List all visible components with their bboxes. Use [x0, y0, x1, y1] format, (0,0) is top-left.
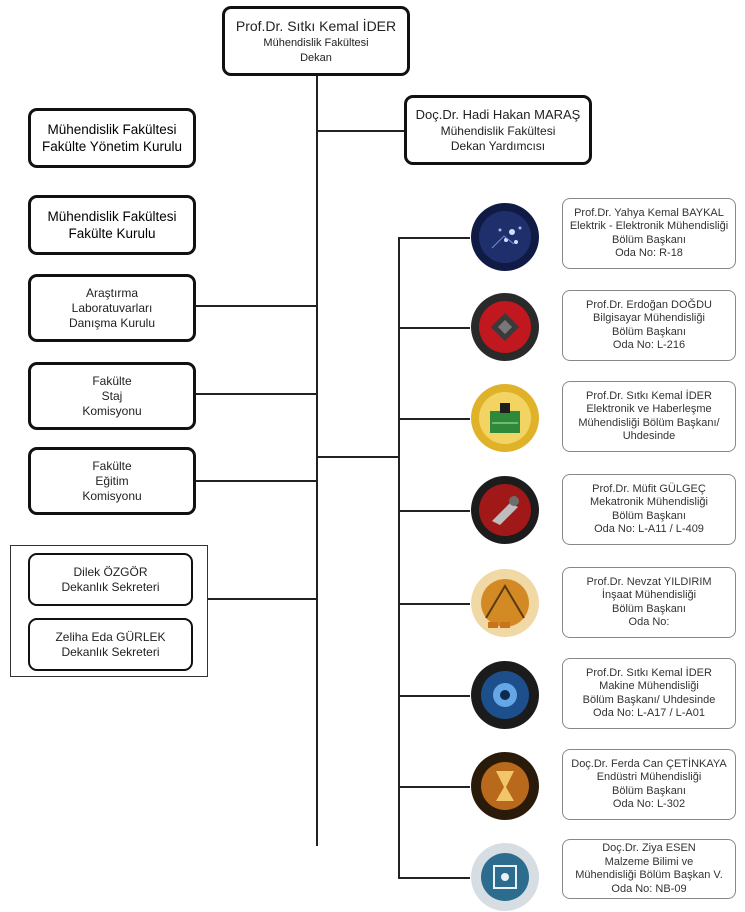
- board-line: Komisyonu: [82, 403, 142, 418]
- departments-connector: [316, 456, 400, 458]
- secretary-title: Dekanlık Sekreteri: [61, 579, 160, 594]
- board-line: Fakülte Kurulu: [68, 226, 156, 241]
- department-room: Oda No: L-A17 / L-A01: [593, 707, 705, 719]
- secretary-title: Dekanlık Sekreteri: [61, 644, 160, 659]
- department-box: Doç.Dr. Ferda Can ÇETİNKAYA Endüstri Müh…: [562, 749, 736, 820]
- faculty-executive-board-box: Mühendislik Fakültesi Fakülte Yönetim Ku…: [28, 108, 196, 168]
- department-room: Oda No: L-216: [612, 339, 686, 351]
- department-box: Prof.Dr. Sıtkı Kemal İDER Elektronik ve …: [562, 381, 736, 452]
- secretary-name: Dilek ÖZGÖR: [73, 564, 148, 579]
- department-role: Bölüm Başkanı: [612, 509, 686, 522]
- department-name: Mekatronik Mühendisliği: [590, 496, 708, 508]
- secretary-connector: [208, 598, 317, 600]
- board-line: Araştırma: [85, 285, 138, 300]
- computer-engineering-logo-icon: [470, 292, 540, 362]
- board-connector-5: [196, 480, 317, 482]
- department-head-name: Doç.Dr. Ziya ESEN: [602, 842, 696, 854]
- research-labs-advisory-board-box: Araştırma Laboratuvarları Danışma Kurulu: [28, 274, 196, 342]
- dept-connector: [398, 418, 470, 420]
- vice-dean-box: Doç.Dr. Hadi Hakan MARAŞ Mühendislik Fak…: [404, 95, 592, 165]
- dept-connector: [398, 877, 470, 879]
- secretary-box: Dilek ÖZGÖR Dekanlık Sekreteri: [28, 553, 193, 606]
- board-line: Fakülte: [92, 373, 132, 388]
- board-line: Mühendislik Fakültesi: [47, 209, 177, 224]
- department-name: Elektrik - Elektronik Mühendisliği: [569, 220, 729, 232]
- materials-science-logo-icon: [470, 842, 540, 912]
- board-line: Eğitim: [95, 473, 129, 488]
- department-room: Oda No: L-302: [612, 798, 686, 810]
- departments-spine: [398, 237, 400, 879]
- department-box: Prof.Dr. Sıtkı Kemal İDER Makine Mühendi…: [562, 658, 736, 729]
- vice-dean-title: Dekan Yardımcısı: [450, 139, 546, 153]
- department-box: Prof.Dr. Nevzat YILDIRIM İnşaat Mühendis…: [562, 567, 736, 638]
- department-room: Oda No: NB-09: [611, 882, 687, 895]
- department-room: Oda No:: [628, 616, 670, 628]
- department-name: Endüstri Mühendisliği: [596, 771, 702, 783]
- secretaries-group: [10, 545, 208, 677]
- department-role: Bölüm Başkanı: [612, 602, 686, 615]
- electrical-electronics-logo-icon: [470, 202, 540, 272]
- department-role: Mühendisliği Bölüm Başkanı/: [578, 416, 720, 429]
- dean-faculty: Mühendislik Fakültesi: [263, 37, 369, 49]
- department-head-name: Prof.Dr. Sıtkı Kemal İDER: [586, 666, 712, 679]
- department-head-name: Doç.Dr. Ferda Can ÇETİNKAYA: [571, 757, 727, 770]
- board-line: Mühendislik Fakültesi: [47, 122, 177, 137]
- department-name: Elektronik ve Haberleşme: [586, 403, 712, 415]
- secretary-box: Zeliha Eda GÜRLEK Dekanlık Sekreteri: [28, 618, 193, 671]
- dean-title: Dekan: [300, 52, 332, 64]
- department-head-name: Prof.Dr. Nevzat YILDIRIM: [586, 575, 712, 588]
- vice-dean-faculty: Mühendislik Fakültesi: [440, 124, 556, 138]
- department-head-name: Prof.Dr. Müfit GÜLGEÇ: [592, 482, 706, 495]
- department-role: Bölüm Başkanı: [612, 325, 686, 338]
- department-role: Bölüm Başkanı: [612, 233, 686, 246]
- department-room: Oda No: R-18: [615, 247, 683, 259]
- industrial-engineering-logo-icon: [470, 751, 540, 821]
- board-line: Staj: [101, 388, 123, 403]
- department-room: Oda No: L-A11 / L-409: [594, 523, 704, 535]
- department-name: Bilgisayar Mühendisliği: [593, 312, 705, 324]
- department-room: Uhdesinde: [622, 430, 676, 442]
- mechanical-engineering-logo-icon: [470, 660, 540, 730]
- electronics-communication-logo-icon: [470, 383, 540, 453]
- department-name: İnşaat Mühendisliği: [601, 589, 697, 601]
- department-role: Bölüm Başkanı: [612, 784, 686, 797]
- faculty-board-box: Mühendislik Fakültesi Fakülte Kurulu: [28, 195, 196, 255]
- department-box: Doç.Dr. Ziya ESEN Malzeme Bilimi ve Mühe…: [562, 839, 736, 899]
- dept-connector: [398, 695, 470, 697]
- board-line: Fakülte: [92, 458, 132, 473]
- internship-committee-box: Fakülte Staj Komisyonu: [28, 362, 196, 430]
- dept-connector: [398, 237, 470, 239]
- department-name: Makine Mühendisliği: [599, 680, 699, 692]
- department-name: Malzeme Bilimi ve: [604, 855, 694, 868]
- mechatronics-logo-icon: [470, 475, 540, 545]
- department-head-name: Prof.Dr. Sıtkı Kemal İDER: [586, 389, 712, 402]
- department-box: Prof.Dr. Erdoğan DOĞDU Bilgisayar Mühend…: [562, 290, 736, 361]
- department-box: Prof.Dr. Müfit GÜLGEÇ Mekatronik Mühendi…: [562, 474, 736, 545]
- dept-connector: [398, 603, 470, 605]
- board-line: Fakülte Yönetim Kurulu: [41, 139, 183, 154]
- department-role: Mühendisliği Bölüm Başkan V.: [575, 869, 723, 881]
- department-role: Bölüm Başkanı/ Uhdesinde: [582, 693, 716, 706]
- board-line: Laboratuvarları: [71, 300, 153, 315]
- department-box: Prof.Dr. Yahya Kemal BAYKAL Elektrik - E…: [562, 198, 736, 269]
- dean-box: Prof.Dr. Sıtkı Kemal İDER Mühendislik Fa…: [222, 6, 410, 76]
- board-connector-4: [196, 393, 317, 395]
- vice-dean-name: Doç.Dr. Hadi Hakan MARAŞ: [415, 107, 581, 122]
- vice-dean-connector: [316, 130, 404, 132]
- civil-engineering-logo-icon: [470, 568, 540, 638]
- department-head-name: Prof.Dr. Yahya Kemal BAYKAL: [574, 206, 724, 219]
- board-line: Danışma Kurulu: [68, 315, 156, 330]
- dept-connector: [398, 786, 470, 788]
- trunk-line: [316, 76, 318, 846]
- education-committee-box: Fakülte Eğitim Komisyonu: [28, 447, 196, 515]
- dept-connector: [398, 510, 470, 512]
- dean-name: Prof.Dr. Sıtkı Kemal İDER: [235, 18, 397, 34]
- board-connector-3: [196, 305, 317, 307]
- secretary-name: Zeliha Eda GÜRLEK: [55, 629, 166, 644]
- dept-connector: [398, 327, 470, 329]
- board-line: Komisyonu: [82, 488, 142, 503]
- department-head-name: Prof.Dr. Erdoğan DOĞDU: [586, 298, 712, 311]
